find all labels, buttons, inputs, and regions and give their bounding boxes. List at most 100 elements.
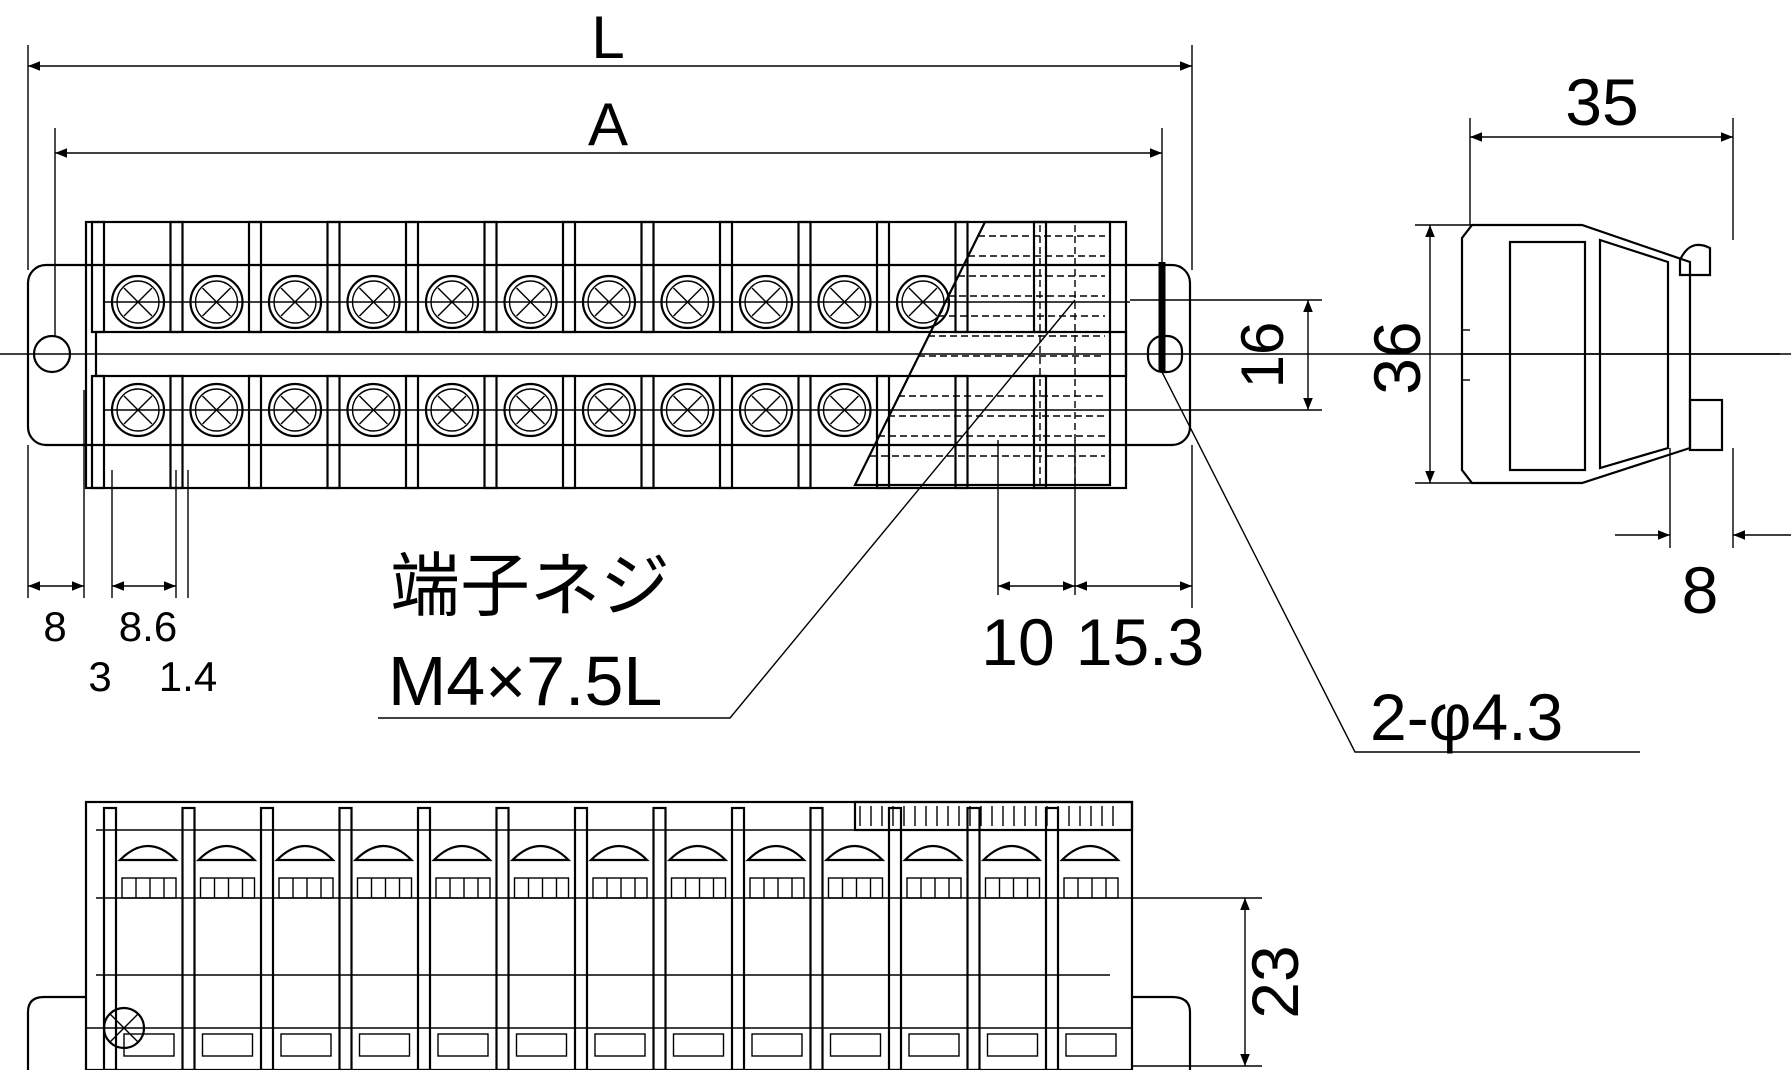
top-screw-inner [116, 280, 160, 324]
bottom-screw-inner [508, 388, 553, 432]
top-separator [640, 220, 655, 334]
top-screw [660, 274, 715, 330]
top-screw [581, 274, 637, 330]
bottom-screw-cross [437, 395, 467, 425]
front-terminal-cap [980, 845, 1043, 862]
front-terminal-slot [435, 877, 491, 899]
hole-spec: 2-φ4.3 [1370, 680, 1563, 754]
front-terminal-slot [1063, 877, 1119, 899]
bottom-screw-cross [673, 395, 702, 425]
top-screw [424, 274, 480, 330]
front-terminal-cap [431, 845, 493, 862]
front-terminal-cap [588, 845, 650, 862]
front-terminal-cap [902, 845, 964, 862]
front-terminal-cap [666, 845, 729, 862]
top-separator [404, 220, 420, 334]
front-terminal-foot [986, 1033, 1039, 1057]
label-L: L [591, 4, 624, 71]
front-terminal-slot [199, 877, 256, 899]
front-terminal-cap [195, 845, 258, 862]
bottom-screw-inner [665, 388, 710, 432]
top-separator [954, 220, 969, 334]
front-separator [652, 806, 667, 1070]
front-separator [102, 806, 118, 1070]
top-separator [483, 374, 498, 490]
top-screw-cross [359, 287, 388, 317]
front-terminal-cap [823, 845, 886, 862]
top-screw-inner [273, 280, 317, 324]
bottom-screw-cross [830, 395, 859, 425]
front-separator [1044, 806, 1060, 1070]
top-screw-cross [516, 287, 545, 317]
bottom-screw [110, 382, 166, 438]
bottom-screw [346, 382, 401, 438]
top-separator [640, 374, 655, 490]
bottom-screw [817, 382, 872, 438]
top-separator [954, 374, 969, 490]
top-separator [90, 374, 106, 490]
bottom-screw-inner [273, 388, 317, 432]
front-view: 23 [26, 800, 1312, 1070]
top-screw-cross [123, 287, 153, 317]
label-A: A [588, 91, 628, 158]
bottom-screw [424, 382, 480, 438]
bottom-screw-cross [280, 395, 310, 425]
bottom-screw [267, 382, 323, 438]
front-separator [495, 806, 510, 1070]
front-terminal-foot [1065, 1033, 1117, 1057]
front-terminal-cap [274, 845, 336, 862]
front-terminal-foot [751, 1033, 803, 1057]
front-separator [809, 806, 824, 1070]
bottom-screw [738, 382, 794, 438]
top-separator [797, 374, 812, 490]
top-screw-inner [508, 280, 553, 324]
front-separator [259, 806, 275, 1070]
top-screw-inner [744, 280, 788, 324]
top-screw-inner [430, 280, 474, 324]
top-separator [326, 220, 341, 334]
front-separator [181, 806, 196, 1070]
dimension-L: L [27, 4, 1193, 270]
label-1-4: 1.4 [159, 653, 217, 700]
bottom-screw-inner [116, 388, 160, 432]
top-screw-cross [908, 287, 938, 317]
label-8-6: 8.6 [119, 603, 177, 650]
front-terminal-slot [906, 877, 962, 899]
dimension-16: 16 [1130, 299, 1322, 411]
bottom-screw-cross [123, 395, 153, 425]
top-screw-cross [673, 287, 702, 317]
top-view-screws [110, 274, 951, 438]
front-separator [966, 806, 981, 1070]
top-screw-cross [202, 287, 231, 317]
label-16: 16 [1229, 322, 1296, 389]
front-terminal-foot [515, 1033, 568, 1057]
front-terminal-cap [1059, 845, 1121, 862]
front-terminal-slot [278, 877, 334, 899]
screw-spec: M4×7.5L [388, 642, 662, 720]
top-separator [875, 220, 891, 334]
label-10: 10 [981, 605, 1054, 679]
label-23: 23 [1238, 945, 1312, 1018]
label-3: 3 [88, 653, 111, 700]
top-screw-inner [901, 280, 945, 324]
top-screw [267, 274, 323, 330]
top-screw-inner [194, 280, 239, 324]
bottom-screw [581, 382, 637, 438]
cutaway-dashed-area [870, 225, 1105, 485]
front-terminal-slot [121, 877, 177, 899]
top-screw-inner [351, 280, 396, 324]
top-view [0, 220, 1791, 753]
top-view-separators [90, 220, 1048, 490]
top-screw [817, 274, 872, 330]
front-separator [573, 806, 589, 1070]
front-separator [730, 806, 746, 1070]
top-separator [718, 220, 734, 334]
front-terminal-foot [123, 1033, 175, 1057]
top-screw-cross [280, 287, 310, 317]
front-terminal-foot [829, 1033, 882, 1057]
front-view-terminals [102, 806, 1121, 1070]
front-separator [887, 806, 903, 1070]
label-36: 36 [1360, 321, 1434, 394]
front-terminal-foot [437, 1033, 489, 1057]
